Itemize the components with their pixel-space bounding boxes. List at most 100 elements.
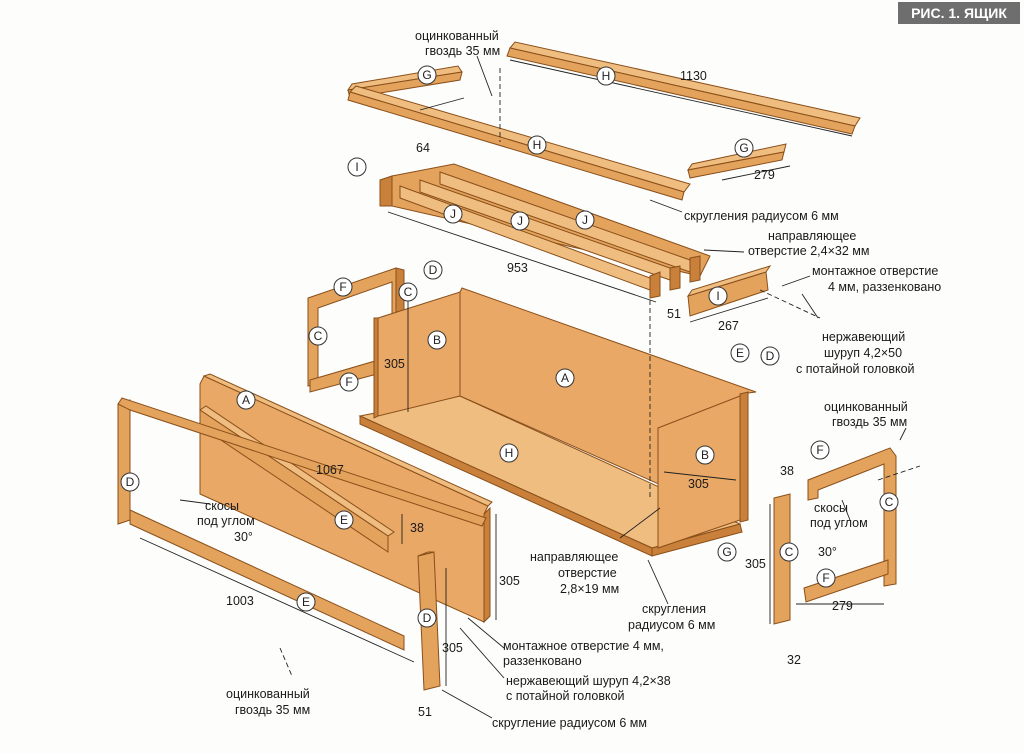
label-nail-top-2: гвоздь 35 мм <box>425 44 500 58</box>
dim-32: 32 <box>787 653 801 667</box>
part-marker-h-top: H <box>596 66 616 86</box>
label-nail-right-1: оцинкованный <box>824 400 908 414</box>
svg-text:C: C <box>785 545 794 559</box>
part-marker-e-right: E <box>730 343 750 363</box>
carcass <box>358 287 757 557</box>
svg-text:G: G <box>722 545 731 559</box>
label-screw-top-2: шуруп 4,2×50 <box>824 346 902 360</box>
part-marker-d-back: D <box>423 260 443 280</box>
svg-text:F: F <box>339 280 346 294</box>
dim-953: 953 <box>507 261 528 275</box>
label-nail-bottom-1: оцинкованный <box>226 687 310 701</box>
part-marker-a-front: A <box>236 390 256 410</box>
svg-text:D: D <box>423 611 432 625</box>
part-marker-j-1: J <box>443 204 463 224</box>
lid-rail-h-front <box>347 85 691 201</box>
label-nail-bottom-2: гвоздь 35 мм <box>235 703 310 717</box>
svg-text:H: H <box>533 138 542 152</box>
svg-text:D: D <box>429 263 438 277</box>
part-marker-b-left: B <box>427 330 447 350</box>
lid-rail-g-right <box>686 143 787 179</box>
part-marker-e-front: E <box>334 510 354 530</box>
dim-305-right: 305 <box>745 557 766 571</box>
label-round-top: скругления радиусом 6 мм <box>684 209 839 223</box>
part-marker-f-right-top: F <box>810 440 830 460</box>
part-marker-i-top: I <box>347 157 367 177</box>
svg-text:D: D <box>126 475 135 489</box>
part-marker-d-leg: D <box>417 608 437 628</box>
svg-text:G: G <box>739 141 748 155</box>
label-screw-top-1: нержавеющий <box>822 330 905 344</box>
dim-305-front: 305 <box>499 574 520 588</box>
svg-text:E: E <box>302 595 310 609</box>
dim-279-right: 279 <box>832 599 853 613</box>
svg-text:H: H <box>602 69 611 83</box>
svg-text:A: A <box>242 393 250 407</box>
part-marker-i-right: I <box>708 286 728 306</box>
svg-text:B: B <box>701 448 709 462</box>
label-pilot-top-2: отверстие 2,4×32 мм <box>748 244 869 258</box>
dim-1003: 1003 <box>226 594 254 608</box>
shelf-cleat-i <box>686 265 772 317</box>
svg-text:C: C <box>885 495 894 509</box>
shelf-frame <box>379 163 711 299</box>
svg-text:F: F <box>822 571 829 585</box>
label-round-bottom-1: скругления <box>642 602 706 616</box>
label-screw-bottom-1: нержавеющий шуруп 4,2×38 <box>506 674 671 688</box>
part-marker-g-right: G <box>734 138 754 158</box>
part-marker-h-bottom: H <box>499 443 519 463</box>
svg-text:J: J <box>582 213 588 227</box>
svg-text:J: J <box>450 207 456 221</box>
dimension-lines <box>139 55 921 719</box>
right-side-frame <box>803 447 897 603</box>
svg-text:C: C <box>404 285 413 299</box>
part-marker-h-mid: H <box>527 135 547 155</box>
label-mount-top-1: монтажное отверстие <box>812 264 938 278</box>
part-marker-j-3: J <box>575 210 595 230</box>
part-marker-f-right-bottom: F <box>816 568 836 588</box>
part-marker-f-left-bottom: F <box>339 372 359 392</box>
label-bevel-right-3: 30° <box>818 545 837 559</box>
part-marker-c-left-top: C <box>398 282 418 302</box>
label-nail-right-2: гвоздь 35 мм <box>832 415 907 429</box>
dim-64: 64 <box>416 141 430 155</box>
label-pilot-bottom-1: направляющее <box>530 550 618 564</box>
svg-text:C: C <box>314 329 323 343</box>
svg-text:D: D <box>766 349 775 363</box>
svg-text:H: H <box>505 446 514 460</box>
label-bevel-left-3: 30° <box>234 530 253 544</box>
label-pilot-bottom-2: отверстие <box>558 566 617 580</box>
svg-text:I: I <box>716 289 719 303</box>
svg-text:B: B <box>433 333 441 347</box>
dim-38-front: 38 <box>410 521 424 535</box>
part-marker-e-bottom: E <box>296 592 316 612</box>
label-round-bottom-2: радиусом 6 мм <box>628 618 715 632</box>
part-marker-d-front-left: D <box>120 472 140 492</box>
front-frame <box>117 397 487 651</box>
dim-51-top: 51 <box>667 307 681 321</box>
label-nail-top-1: оцинкованный <box>415 29 499 43</box>
part-marker-j-2: J <box>510 211 530 231</box>
figure-title: РИС. 1. ЯЩИК <box>898 2 1020 24</box>
dim-1130: 1130 <box>680 69 707 83</box>
dim-38-right: 38 <box>780 464 794 478</box>
svg-text:E: E <box>736 346 744 360</box>
label-round-single: скругление радиусом 6 мм <box>492 716 647 730</box>
label-mount-bottom-1: монтажное отверстие 4 мм, <box>503 639 664 653</box>
part-marker-a-back: A <box>555 368 575 388</box>
label-pilot-top-1: направляющее <box>768 229 856 243</box>
part-marker-g-bottom: G <box>717 542 737 562</box>
lid-rail-h-back <box>506 41 861 135</box>
label-bevel-left-1: скосы <box>205 499 239 513</box>
part-marker-f-left-top: F <box>333 277 353 297</box>
svg-text:A: A <box>561 371 569 385</box>
dim-267: 267 <box>718 319 739 333</box>
dim-305-side: 305 <box>688 477 709 491</box>
label-mount-top-2: 4 мм, раззенковано <box>828 280 941 294</box>
right-leg-c <box>773 493 791 625</box>
svg-text:F: F <box>345 375 352 389</box>
dim-305-back: 305 <box>384 357 405 371</box>
part-marker-c-right: C <box>879 492 899 512</box>
part-marker-c-left: C <box>308 326 328 346</box>
